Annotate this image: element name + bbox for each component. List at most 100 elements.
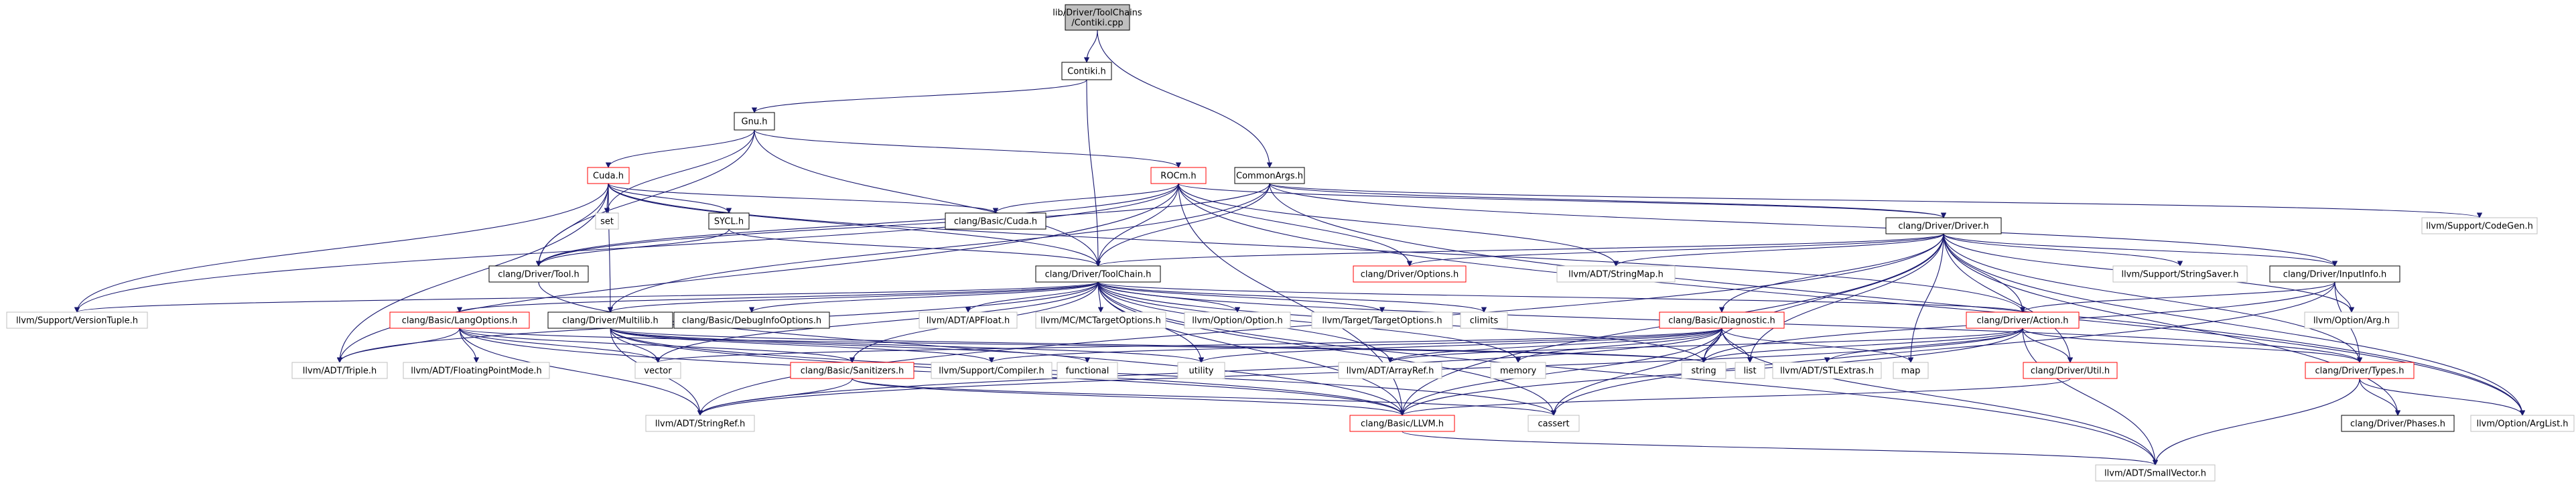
node-stringref-h[interactable]: llvm/ADT/StringRef.h: [645, 415, 755, 432]
node-label: lib/Driver/ToolChains: [1053, 8, 1142, 18]
node-box: [1556, 265, 1676, 283]
node-option-h[interactable]: llvm/Option/Option.h: [1184, 311, 1291, 329]
edge-driver_h-to-util_h: [1943, 233, 2070, 362]
edge-rocm_h-to-driver_h: [1178, 183, 1944, 218]
node-label: utility: [1189, 366, 1214, 376]
node-functional[interactable]: functional: [1057, 362, 1118, 379]
edge-cuda_h-to-basic_cuda_h: [608, 183, 996, 214]
node-box: [2095, 464, 2216, 482]
node-basic-cuda-h[interactable]: clang/Basic/Cuda.h: [945, 212, 1046, 230]
edge-driver_h-to-inputinfo_h: [1943, 233, 2335, 267]
node-compiler-h[interactable]: llvm/Support/Compiler.h: [931, 362, 1053, 379]
node-label: list: [1743, 366, 1756, 376]
edge-diagnostic_h-to-vector: [658, 328, 1722, 363]
node-label: llvm/Option/Option.h: [1192, 316, 1282, 326]
edge-action_h-to-string: [1704, 328, 2023, 363]
node-tool-h[interactable]: clang/Driver/Tool.h: [488, 265, 589, 283]
node-label: llvm/ADT/FloatingPointMode.h: [411, 366, 541, 376]
edge-rocm_h-to-stringmap_h: [1178, 183, 1616, 266]
node-options-h[interactable]: clang/Driver/Options.h: [1353, 265, 1467, 283]
edge-commonargs_h-to-multilib_h: [610, 183, 1270, 312]
node-label: vector: [644, 366, 672, 376]
node-contiki-h[interactable]: Contiki.h: [1061, 62, 1112, 80]
node-label: llvm/Support/CodeGen.h: [2426, 222, 2533, 232]
node-sanitizers-h[interactable]: clang/Basic/Sanitizers.h: [790, 362, 914, 379]
node-box: [2023, 362, 2118, 379]
node-box: [734, 112, 775, 131]
edge-contiki_h-to-toolchain_h: [1086, 79, 1098, 266]
node-climits[interactable]: climits: [1460, 311, 1508, 329]
node-label: llvm/ADT/Triple.h: [303, 366, 377, 376]
node-box: [389, 311, 530, 329]
edge-rocm_h-to-llvm_h: [1178, 183, 1402, 415]
edge-rocm_h-to-basic_cuda_h: [996, 183, 1179, 214]
node-box: [634, 362, 681, 379]
node-codegen-h[interactable]: llvm/Support/CodeGen.h: [2421, 217, 2538, 234]
node-util-h[interactable]: clang/Driver/Util.h: [2023, 362, 2118, 379]
node-label: Gnu.h: [742, 117, 768, 127]
node-versiontuple-h[interactable]: llvm/Support/VersionTuple.h: [6, 311, 148, 329]
node-box: [2470, 415, 2575, 432]
node-contiki-cpp[interactable]: lib/Driver/ToolChains/Contiki.cpp: [1053, 4, 1142, 31]
node-sycl-h[interactable]: SYCL.h: [708, 212, 750, 230]
node-langoptions-h[interactable]: clang/Basic/LangOptions.h: [389, 311, 530, 329]
node-arglist-h[interactable]: llvm/Option/ArgList.h: [2470, 415, 2575, 432]
node-driver-h[interactable]: clang/Driver/Driver.h: [1885, 217, 2002, 234]
node-box: [708, 212, 750, 230]
node-list[interactable]: list: [1735, 362, 1765, 379]
node-floatingpoint-h[interactable]: llvm/ADT/FloatingPointMode.h: [403, 362, 550, 379]
node-stringsaver-h[interactable]: llvm/Support/StringSaver.h: [2112, 265, 2248, 283]
node-set[interactable]: set: [595, 212, 619, 230]
edge-driver_h-to-stringmap_h: [1616, 233, 1944, 267]
edge-langoptions_h-to-triple_h: [340, 328, 460, 363]
node-multilib-h[interactable]: clang/Driver/Multilib.h: [547, 311, 673, 329]
node-box: [931, 362, 1053, 379]
node-cuda-h[interactable]: Cuda.h: [587, 167, 630, 184]
node-arg-h[interactable]: llvm/Option/Arg.h: [2304, 311, 2399, 329]
node-label: llvm/MC/MCTargetOptions.h: [1040, 316, 1161, 326]
node-box: [1735, 362, 1765, 379]
edge-cuda_h-to-sycl_h: [608, 183, 729, 214]
node-arrayref-h[interactable]: llvm/ADT/ArrayRef.h: [1338, 362, 1442, 379]
node-map[interactable]: map: [1893, 362, 1929, 379]
node-llvm-h[interactable]: clang/Basic/LLVM.h: [1349, 415, 1455, 432]
node-rocm-h[interactable]: ROCm.h: [1150, 167, 1207, 184]
node-string[interactable]: string: [1681, 362, 1726, 379]
node-memory[interactable]: memory: [1490, 362, 1546, 379]
edge-gnu_h-to-cuda_h: [608, 129, 755, 168]
node-gnu-h[interactable]: Gnu.h: [734, 112, 775, 131]
node-toolchain-h[interactable]: clang/Driver/ToolChain.h: [1035, 265, 1161, 283]
node-phases-h[interactable]: clang/Driver/Phases.h: [2341, 415, 2455, 432]
node-box: [403, 362, 550, 379]
node-label: llvm/ADT/StringRef.h: [655, 419, 745, 429]
node-vector[interactable]: vector: [634, 362, 681, 379]
node-label: clang/Driver/Types.h: [2315, 366, 2404, 376]
node-stlextras-h[interactable]: llvm/ADT/STLExtras.h: [1772, 362, 1882, 379]
node-box: [291, 362, 388, 379]
node-label: clang/Driver/Phases.h: [2350, 419, 2445, 429]
edge-action_h-to-types_h: [2022, 328, 2360, 363]
node-label: set: [600, 217, 614, 227]
node-label: llvm/ADT/STLExtras.h: [1780, 366, 1874, 376]
node-cassert[interactable]: cassert: [1528, 415, 1580, 432]
node-box: [2341, 415, 2455, 432]
node-mctarget-h[interactable]: llvm/MC/MCTargetOptions.h: [1035, 311, 1166, 329]
edge-types_h-to-phases_h: [2359, 378, 2398, 416]
node-apfloat-h[interactable]: llvm/ADT/APFloat.h: [919, 311, 1018, 329]
node-box: [1490, 362, 1546, 379]
edge-diagnostic_h-to-cassert: [1554, 328, 1722, 415]
node-debuginfo-h[interactable]: clang/Basic/DebugInfoOptions.h: [673, 311, 830, 329]
node-diagnostic-h[interactable]: clang/Basic/Diagnostic.h: [1659, 311, 1785, 329]
node-triple-h[interactable]: llvm/ADT/Triple.h: [291, 362, 388, 379]
node-box: [1065, 4, 1130, 31]
node-commonargs-h[interactable]: CommonArgs.h: [1234, 167, 1305, 184]
node-targetopts-h[interactable]: llvm/Target/TargetOptions.h: [1311, 311, 1453, 329]
node-action-h[interactable]: clang/Driver/Action.h: [1966, 311, 2080, 329]
node-inputinfo-h[interactable]: clang/Driver/InputInfo.h: [2269, 265, 2400, 283]
edge-langoptions_h-to-stringref_h: [459, 328, 700, 415]
node-smallvector-h[interactable]: llvm/ADT/SmallVector.h: [2095, 464, 2216, 482]
node-stringmap-h[interactable]: llvm/ADT/StringMap.h: [1556, 265, 1676, 283]
node-box: [1681, 362, 1726, 379]
node-types-h[interactable]: clang/Driver/Types.h: [2305, 362, 2415, 379]
node-utility[interactable]: utility: [1177, 362, 1225, 379]
